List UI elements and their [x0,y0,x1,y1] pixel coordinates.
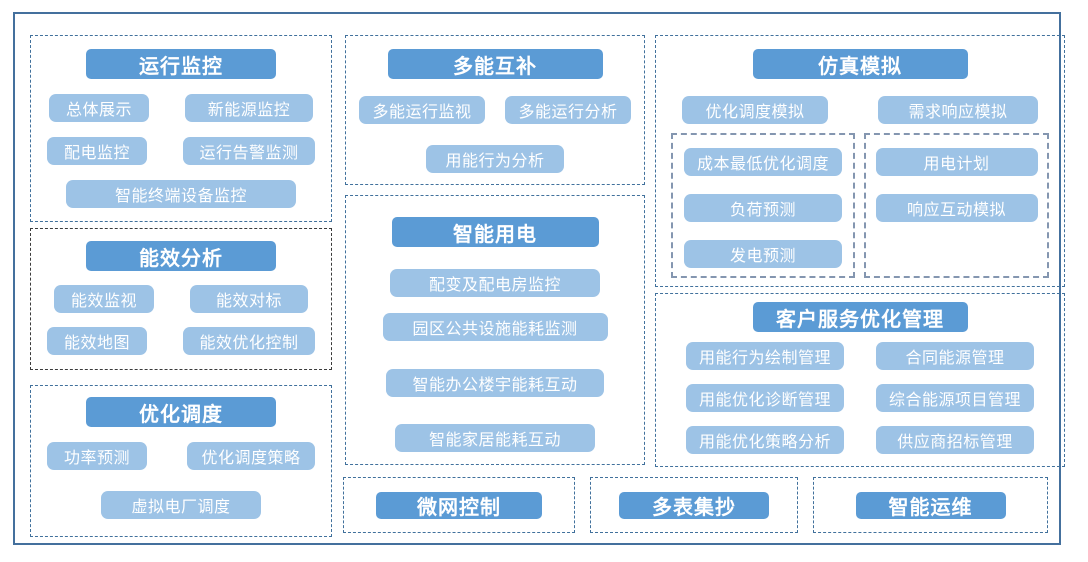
section-microgrid-control: 微网控制 [343,477,575,533]
module-tile: 用能行为分析 [426,145,564,173]
section-simulation: 仿真模拟 优化调度模拟 需求响应模拟 成本最低优化调度 负荷预测 发电预测 用电… [655,35,1065,287]
section-title-microgrid-control: 微网控制 [376,491,542,519]
section-title-energy-efficiency-analysis: 能效分析 [86,241,276,271]
module-tile: 智能家居能耗互动 [395,424,595,452]
module-tile: 供应商招标管理 [876,426,1034,454]
section-title-multi-meter-reading: 多表集抄 [619,491,769,519]
section-smart-operation-maintenance: 智能运维 [813,477,1048,533]
section-multi-meter-reading: 多表集抄 [590,477,798,533]
module-tile: 优化调度策略 [187,442,315,470]
module-tile: 功率预测 [47,442,147,470]
outer-frame [13,12,1061,545]
section-title-smart-operation-maintenance: 智能运维 [855,491,1006,519]
module-tile: 智能办公楼宇能耗互动 [386,369,604,397]
section-title-smart-power-usage: 智能用电 [391,217,599,247]
module-tile: 用电计划 [875,148,1038,176]
module-tile: 合同能源管理 [876,342,1034,370]
module-tile: 总体展示 [49,94,149,122]
section-smart-power-usage: 智能用电 配变及配电房监控 园区公共设施能耗监测 智能办公楼宇能耗互动 智能家居… [345,195,645,465]
module-tile: 用能行为绘制管理 [686,342,844,370]
section-operation-monitoring: 运行监控 总体展示 新能源监控 配电监控 运行告警监测 智能终端设备监控 [30,35,332,222]
module-tile: 园区公共设施能耗监测 [382,313,608,341]
module-tile: 运行告警监测 [183,137,315,165]
module-tile: 需求响应模拟 [878,96,1038,124]
section-customer-service-optimization: 客户服务优化管理 用能行为绘制管理 合同能源管理 用能优化诊断管理 综合能源项目… [655,293,1065,467]
module-tile: 虚拟电厂调度 [101,491,261,519]
section-energy-efficiency-analysis: 能效分析 能效监视 能效对标 能效地图 能效优化控制 [30,228,332,370]
section-title-multi-energy-complementary: 多能互补 [387,49,603,79]
section-title-operation-monitoring: 运行监控 [86,49,276,79]
module-tile: 多能运行分析 [505,96,631,124]
section-optimal-dispatch: 优化调度 功率预测 优化调度策略 虚拟电厂调度 [30,385,332,537]
module-tile: 能效地图 [47,327,147,355]
module-tile: 综合能源项目管理 [876,384,1034,412]
module-tile: 配变及配电房监控 [390,269,600,297]
module-tile: 用能优化策略分析 [686,426,844,454]
module-tile: 多能运行监视 [359,96,485,124]
module-tile: 智能终端设备监控 [66,180,296,208]
section-title-customer-service-optimization: 客户服务优化管理 [752,302,968,332]
simulation-response-subgroup: 用电计划 响应互动模拟 [864,133,1049,278]
section-title-optimal-dispatch: 优化调度 [86,397,276,427]
module-tile: 能效监视 [54,285,154,313]
module-tile: 用能优化诊断管理 [686,384,844,412]
simulation-dispatch-subgroup: 成本最低优化调度 负荷预测 发电预测 [671,133,855,278]
module-tile: 响应互动模拟 [875,194,1038,222]
module-tile: 配电监控 [47,137,147,165]
module-tile: 新能源监控 [185,94,313,122]
module-tile: 能效对标 [190,285,308,313]
section-multi-energy-complementary: 多能互补 多能运行监视 多能运行分析 用能行为分析 [345,35,645,185]
module-tile: 成本最低优化调度 [684,148,842,176]
module-tile: 优化调度模拟 [682,96,828,124]
section-title-simulation: 仿真模拟 [752,49,968,79]
module-tile: 负荷预测 [684,194,842,222]
module-tile: 能效优化控制 [183,327,315,355]
module-tile: 发电预测 [684,240,842,268]
